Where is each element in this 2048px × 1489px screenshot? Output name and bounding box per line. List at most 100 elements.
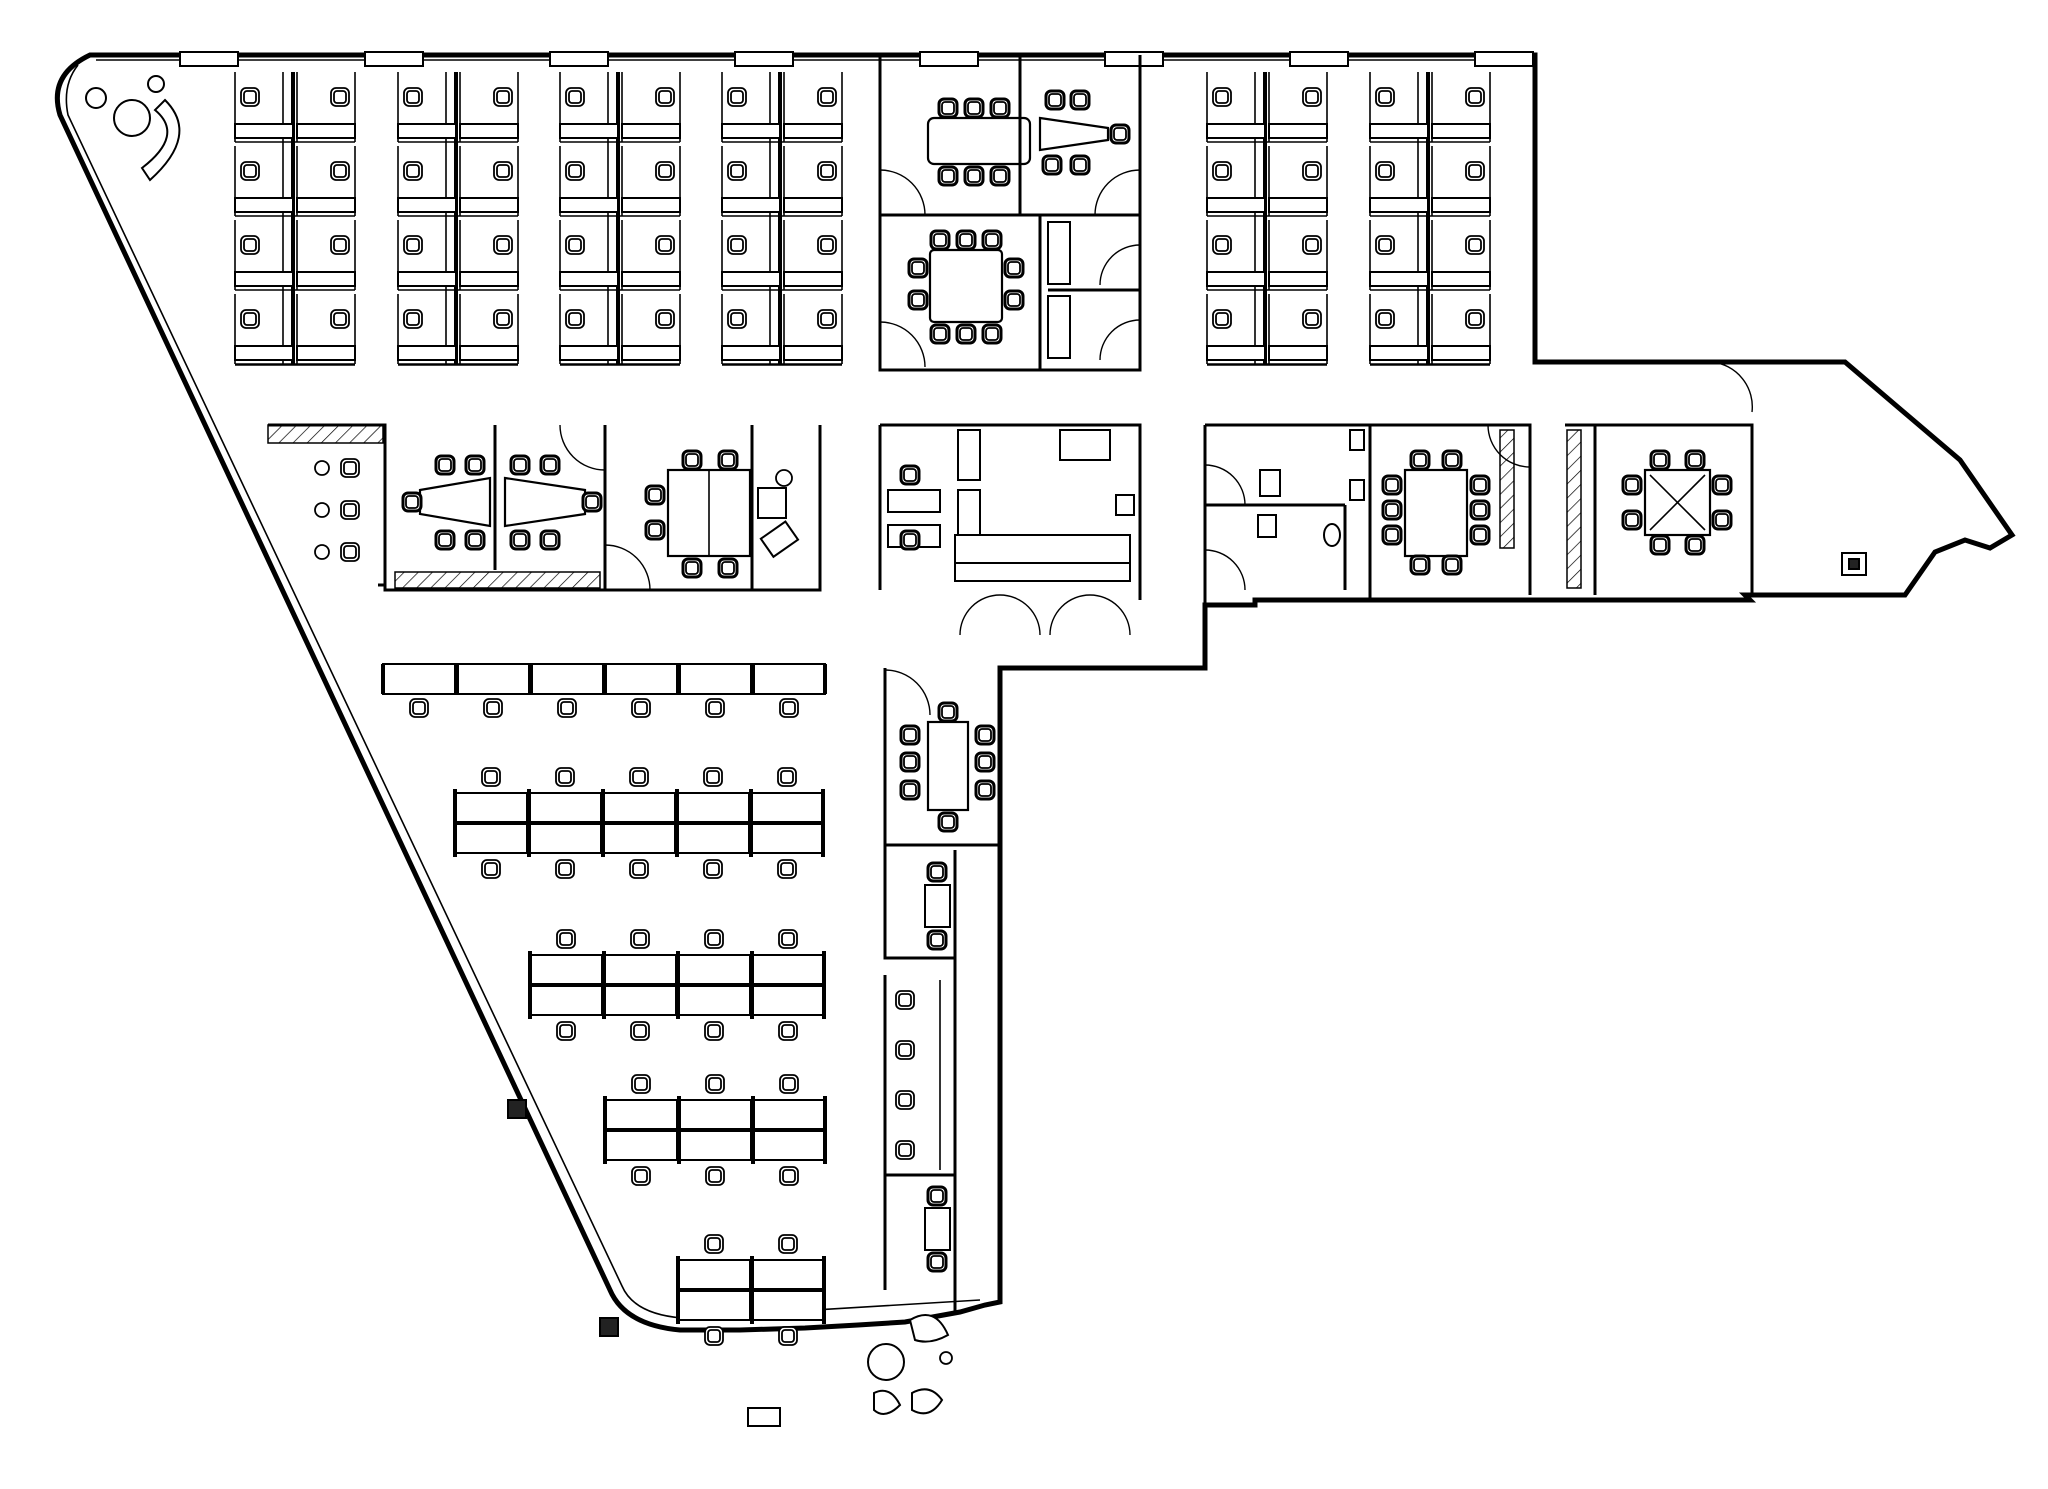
chair [493,161,513,181]
chair [403,161,423,181]
desk [604,663,678,695]
desk [751,954,825,986]
desk [296,345,356,361]
desk [559,197,619,213]
storage-shelves-east [1499,429,1582,589]
chair [727,235,747,255]
chair [403,309,423,329]
chair [937,165,959,187]
chair [1212,235,1232,255]
chair [1302,161,1322,181]
desk [397,197,457,213]
chair [581,491,603,513]
desk [454,792,528,824]
chair [1003,289,1025,311]
chair [644,519,666,541]
desk [603,984,677,1016]
chair [1381,499,1403,521]
chair [926,929,948,951]
workstation-cluster [559,72,681,366]
chair [1381,524,1403,546]
chair [779,1166,799,1186]
chair [629,767,649,787]
chair [565,87,585,107]
chair [1302,309,1322,329]
desk [678,1129,752,1161]
chair [937,701,959,723]
chair [1711,474,1733,496]
chair [681,449,703,471]
desk [751,1289,825,1321]
chair [779,1074,799,1094]
chair [955,323,977,345]
desk [1268,345,1328,361]
desk [296,271,356,287]
chair [631,1074,651,1094]
chair [1469,524,1491,546]
chair [630,1021,650,1041]
chair [926,1185,948,1207]
chair [464,529,486,551]
chair [1302,87,1322,107]
stool [314,544,330,560]
chair [509,454,531,476]
chair [963,97,985,119]
chair [778,1234,798,1254]
desk [750,792,824,824]
chair [989,165,1011,187]
workstations-north [234,72,1491,366]
chair [1409,554,1431,576]
chair [434,529,456,551]
chair [974,779,996,801]
chair [493,235,513,255]
chair [565,309,585,329]
desk [783,197,843,213]
chair [644,484,666,506]
desk [1206,197,1266,213]
desk [1431,271,1491,287]
chair [481,859,501,879]
office-west [750,425,820,592]
desk [459,345,519,361]
desk [459,197,519,213]
desk [677,1259,751,1291]
desk [234,271,294,287]
desk [783,345,843,361]
desk [721,271,781,287]
desk [234,345,294,361]
desk [721,123,781,139]
chair [895,1140,915,1160]
chair [565,235,585,255]
chair [1212,87,1232,107]
desk [559,345,619,361]
chair [929,323,951,345]
chair [937,811,959,833]
chair [895,1090,915,1110]
chair [899,724,921,746]
pantry [878,423,1142,636]
desk [1431,123,1491,139]
chair [1212,161,1232,181]
chair [1469,474,1491,496]
chair [330,161,350,181]
chair [1465,235,1485,255]
desk [602,822,676,854]
chair [481,767,501,787]
chair [777,859,797,879]
chair [631,698,651,718]
desk [621,345,681,361]
chair [240,87,260,107]
curtain-wall-west [65,64,981,1319]
chair [727,161,747,181]
chair [778,1021,798,1041]
chair [340,500,360,520]
chair [727,87,747,107]
desk [529,954,603,986]
chair [703,767,723,787]
desk [456,663,530,695]
chair [1041,154,1063,176]
desk [528,792,602,824]
bench-double [528,929,826,1041]
chair [817,87,837,107]
chair [989,97,1011,119]
